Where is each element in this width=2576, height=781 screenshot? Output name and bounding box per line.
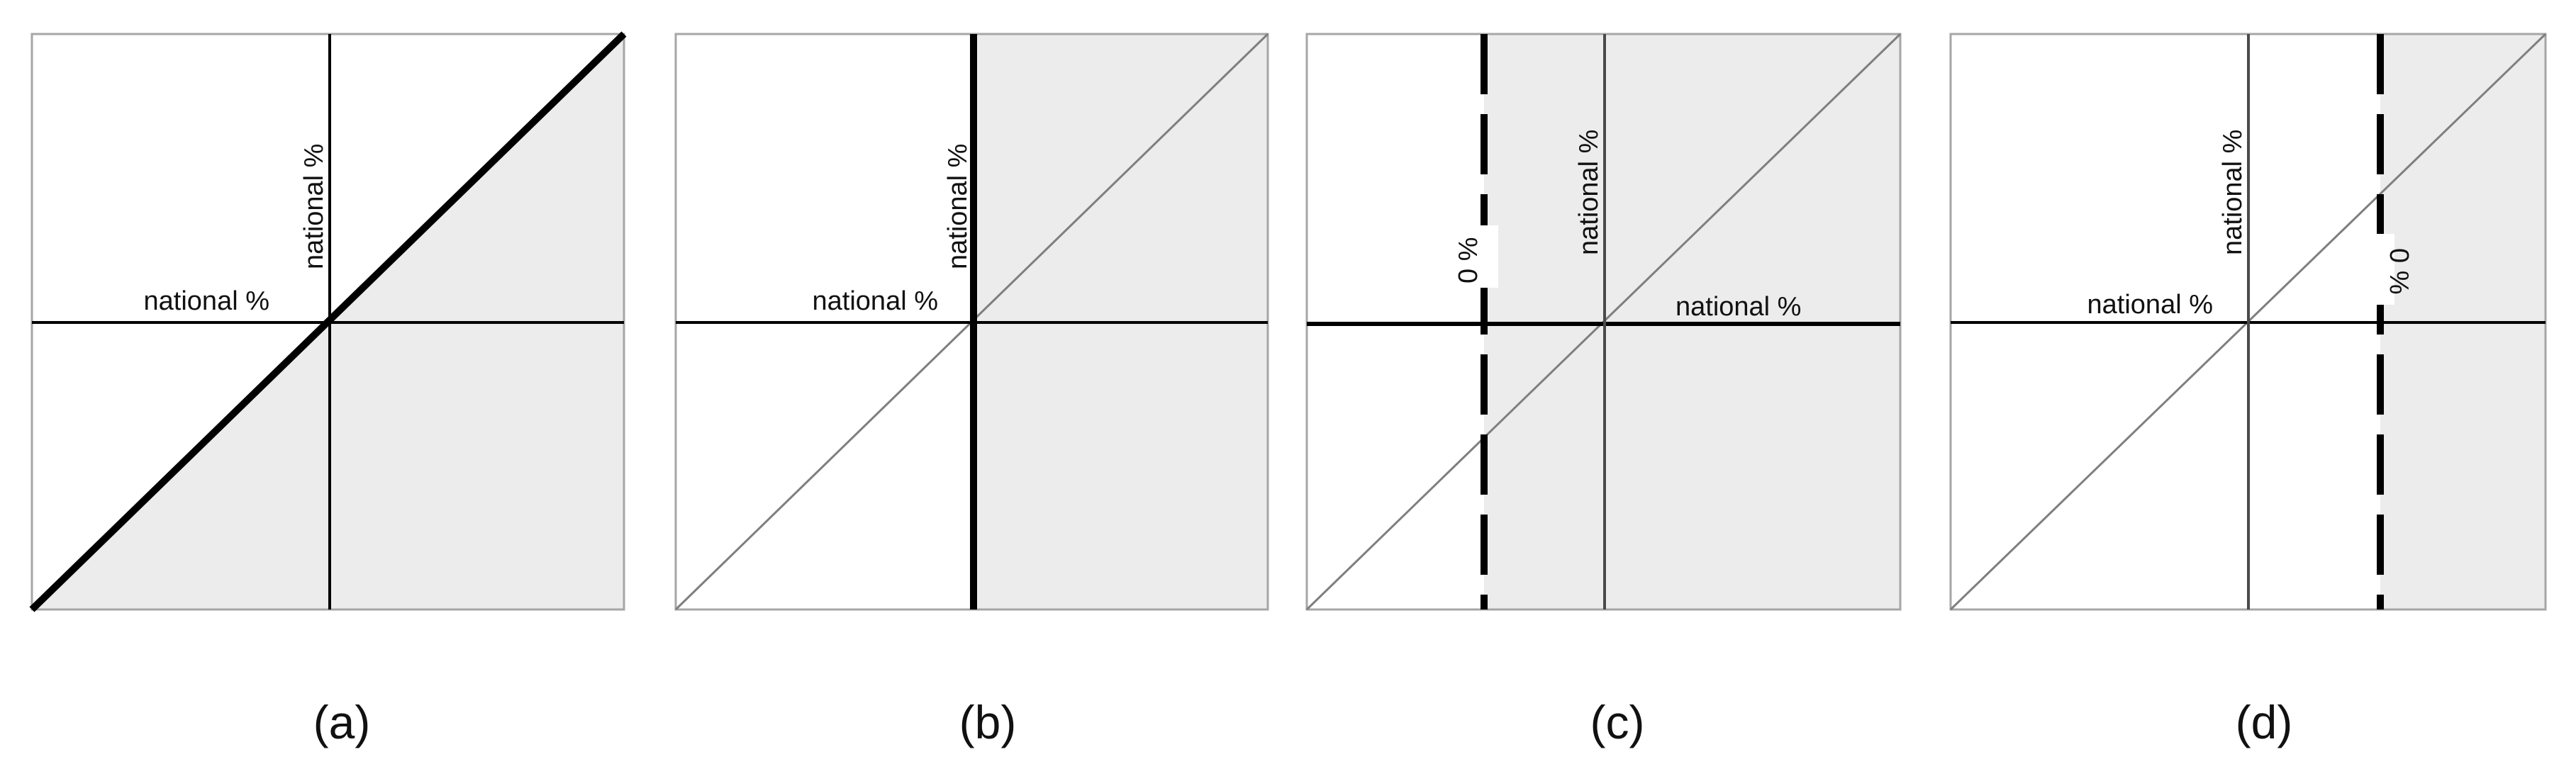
panel-d-zero-label-gap: [2366, 234, 2394, 305]
panel-c-vertical-axis-label: national %: [1574, 130, 1604, 255]
panel-a: national % national % (a): [29, 31, 627, 748]
panel-c: 0 % national % national % (c): [1305, 33, 1902, 748]
panel-d-vertical-axis-label: national %: [2218, 130, 2248, 255]
panel-b-horizontal-axis-label: national %: [813, 286, 938, 316]
panel-c-horizontal-axis-label: national %: [1675, 292, 1801, 322]
panel-a-diagonal: [29, 31, 627, 612]
panel-c-zero-label-gap: [1470, 225, 1498, 288]
panel-b-vertical-axis-label: national %: [943, 144, 973, 269]
panel-a-caption: (a): [313, 696, 371, 748]
panel-c-caption: (c): [1590, 696, 1645, 748]
panel-d-zero-line-label: 0 %: [2384, 248, 2414, 294]
panel-b-caption: (b): [959, 696, 1017, 748]
panel-d-horizontal-axis-label: national %: [2087, 290, 2213, 320]
panel-d-caption: (d): [2236, 696, 2293, 748]
panel-a-horizontal-axis-label: national %: [144, 286, 269, 316]
panel-d: 0 % national % national % (d): [1949, 33, 2547, 748]
panel-b: national % national % (b): [674, 33, 1269, 748]
panel-c-zero-line-label: 0 %: [1454, 237, 1483, 283]
panel-a-vertical-axis-label: national %: [299, 144, 329, 269]
